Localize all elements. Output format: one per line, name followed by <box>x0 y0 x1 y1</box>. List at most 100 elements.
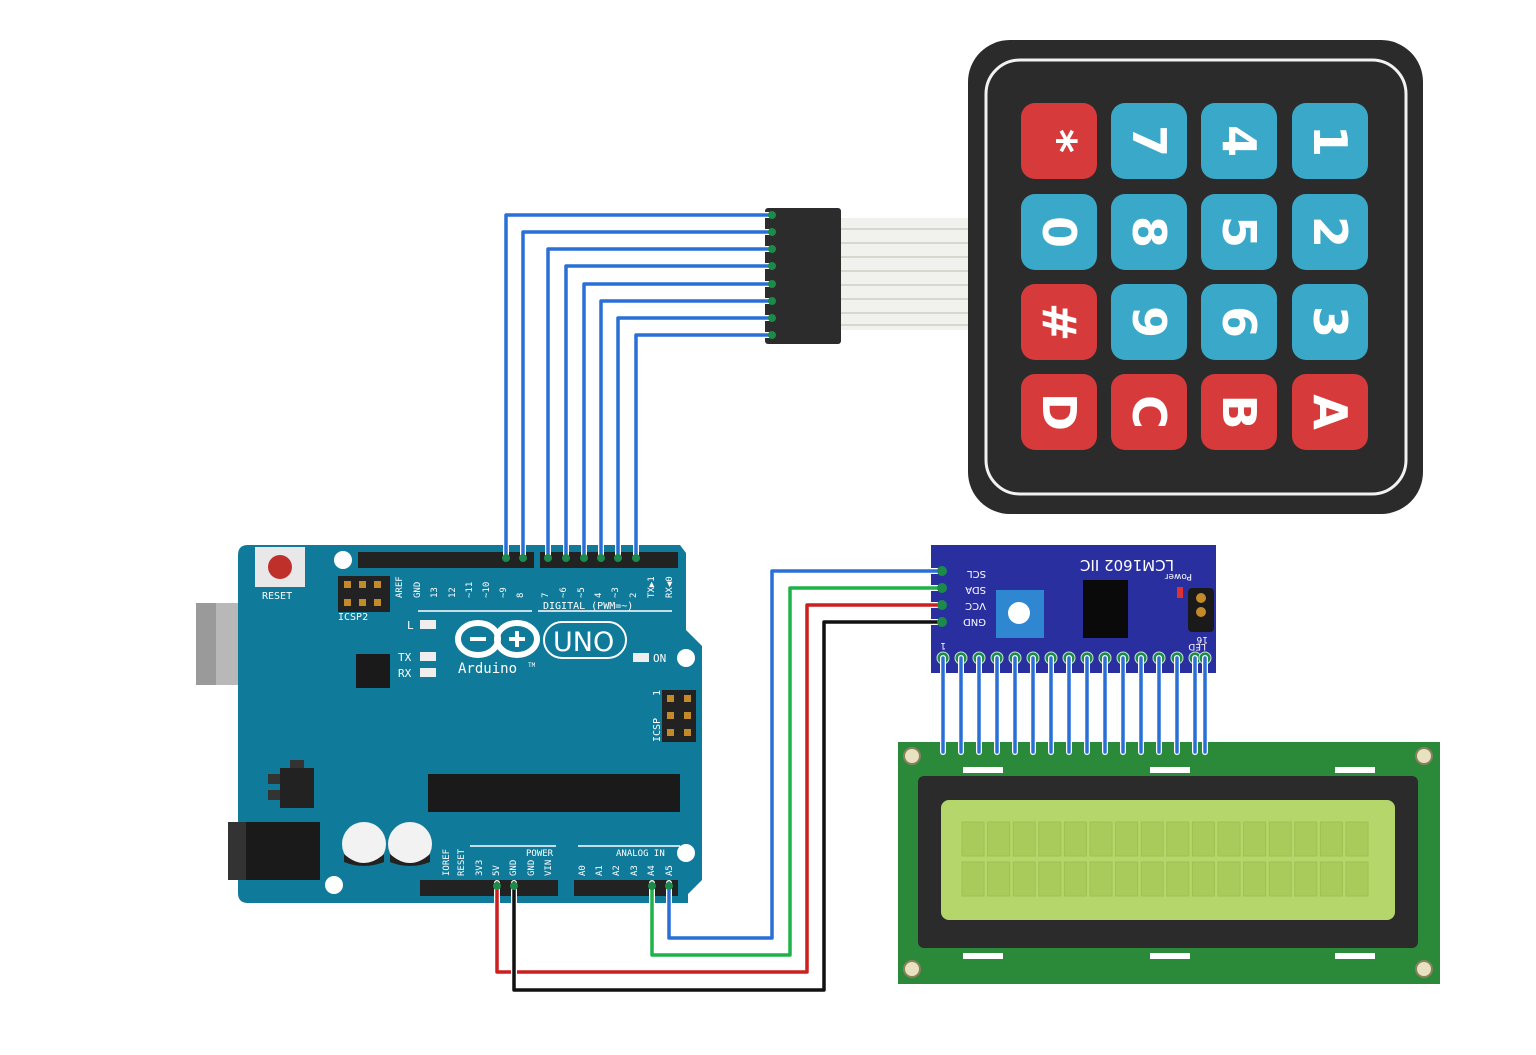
capacitor-2 <box>388 822 432 866</box>
i2c-pin-scl-label: SCL <box>967 568 986 579</box>
wire-scl <box>666 568 945 941</box>
key-label: B <box>1212 394 1266 429</box>
key-label: 4 <box>1212 125 1266 157</box>
lcd-screen <box>941 800 1395 920</box>
icsp-header <box>662 690 696 742</box>
power-label: POWER <box>526 849 554 859</box>
arduino-logo <box>455 620 540 658</box>
key-label: * <box>1032 129 1086 153</box>
key-label: 3 <box>1303 306 1357 338</box>
digital-pin-label: ~5 <box>577 587 587 598</box>
digital-header-left <box>358 552 534 568</box>
key-*: * <box>1021 103 1097 179</box>
voltage-regulator <box>268 760 314 808</box>
key-A: A <box>1292 374 1368 450</box>
keypad-ribbon-cable <box>838 218 973 330</box>
analog-header <box>574 880 678 896</box>
digital-pin-label: ~10 <box>482 582 492 598</box>
digital-pin-label: ~3 <box>611 587 621 598</box>
keypad-wire-1 <box>503 212 775 561</box>
led-l <box>420 620 436 629</box>
analog-pin-label: A3 <box>630 865 640 876</box>
digital-header-right <box>540 552 678 568</box>
icsp2-label: ICSP2 <box>338 612 368 623</box>
digital-pin-label: ~9 <box>499 587 509 598</box>
digital-pin-label: ~6 <box>559 587 569 598</box>
keypad-wire-2 <box>520 229 775 561</box>
key-label: 7 <box>1122 125 1176 157</box>
key-label: C <box>1122 395 1176 429</box>
power-pin-label: IOREF <box>442 849 452 876</box>
key-label: 0 <box>1032 216 1086 248</box>
keypad-wire-8 <box>633 332 775 561</box>
atmega-chip <box>428 774 680 812</box>
analog-label: ANALOG IN <box>616 849 665 859</box>
i2c-power-label: Power <box>1164 571 1192 581</box>
trademark-label: TM <box>528 662 536 669</box>
reset-label: RESET <box>262 591 292 602</box>
key-label: # <box>1032 303 1086 342</box>
wire-sda <box>649 585 945 958</box>
key-5: 5 <box>1201 194 1277 270</box>
analog-pin-label: A0 <box>578 865 588 876</box>
key-6: 6 <box>1201 284 1277 360</box>
led-on-label: ON <box>653 652 666 665</box>
model-label: UNO <box>553 627 614 658</box>
key-B: B <box>1201 374 1277 450</box>
uno-badge <box>543 621 627 659</box>
i2c-pin-sda-label: SDA <box>965 584 986 595</box>
board-outline <box>238 545 702 903</box>
i2c-pin-gnd-label: GND <box>963 616 986 627</box>
key-4: 4 <box>1201 103 1277 179</box>
potentiometer <box>996 590 1044 638</box>
digital-pin-label: RX◀0 <box>665 576 675 598</box>
pin-contacts <box>493 211 947 890</box>
i2c-power-led <box>1177 587 1183 598</box>
digital-pin-label: 2 <box>629 593 639 598</box>
keypad-connector <box>765 208 841 344</box>
pin16-mark: 16 <box>1196 634 1208 644</box>
keypad-wire-5 <box>581 281 775 561</box>
i2c-title: LCM1602 IIC <box>1080 556 1174 574</box>
key-C: C <box>1111 374 1187 450</box>
digital-pin-label: TX▶1 <box>647 576 657 598</box>
key-label: A <box>1303 394 1357 430</box>
power-pin-label: GND <box>509 860 519 876</box>
key-2: 2 <box>1292 194 1368 270</box>
icsp-pin1-mark: 1 <box>652 690 663 696</box>
digital-pin-label: 13 <box>430 587 440 598</box>
icsp-label: ICSP <box>652 718 663 742</box>
analog-pin-label: A5 <box>665 865 675 876</box>
key-label: 9 <box>1122 306 1176 338</box>
power-header <box>420 880 558 896</box>
digital-pin-label: 7 <box>541 593 551 598</box>
keypad-wire-6 <box>598 298 775 561</box>
icsp2-header <box>338 576 390 612</box>
key-label: 2 <box>1303 216 1357 248</box>
key-#: # <box>1021 284 1097 360</box>
key-8: 8 <box>1111 194 1187 270</box>
digital-pin-label: 8 <box>516 593 526 598</box>
digital-pin-label: 12 <box>448 587 458 598</box>
pin1-mark: 1 <box>940 640 946 650</box>
led-on <box>633 653 649 662</box>
key-0: 0 <box>1021 194 1097 270</box>
usb-chip <box>356 654 390 688</box>
led-rx <box>420 668 436 677</box>
wire-vcc <box>494 602 945 975</box>
led-jumper-label: LED <box>1188 641 1206 651</box>
key-9: 9 <box>1111 284 1187 360</box>
key-3: 3 <box>1292 284 1368 360</box>
digital-pin-label: GND <box>413 582 423 598</box>
brand-label: Arduino <box>458 661 517 677</box>
i2c-chip <box>1083 580 1128 638</box>
keypad-wire-3 <box>545 246 775 561</box>
led-tx-label: TX <box>398 651 412 664</box>
key-label: 8 <box>1122 216 1176 248</box>
